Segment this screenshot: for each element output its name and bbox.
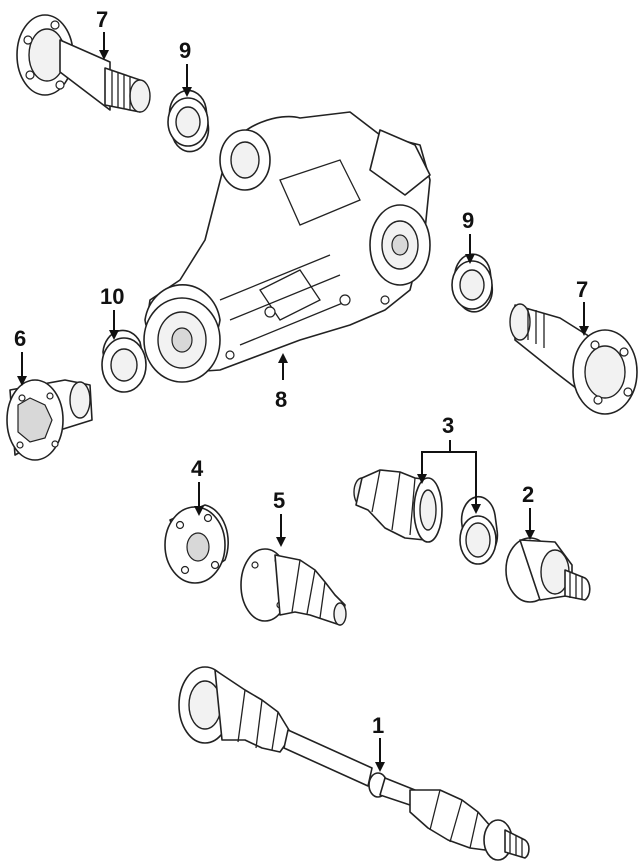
seal-upper-part [167,89,210,153]
seal-left-part [101,329,147,393]
axle-shaft-part [178,666,530,861]
differential-part [143,111,431,383]
callout-2: 2 [522,482,534,507]
callout-10: 10 [100,284,124,309]
callout-8: 8 [275,387,287,412]
leader-3b [450,451,481,514]
callout-7-upper: 7 [96,7,108,32]
callout-7-right: 7 [576,277,588,302]
callout-6: 6 [14,326,26,351]
outer-cv-joint-part [505,537,591,603]
seal-right-part [451,253,494,313]
output-shaft-upper-part [16,14,151,113]
leader-3a [417,440,451,484]
callout-9-right: 9 [462,208,474,233]
flange-part [164,504,229,584]
inner-cv-joint-part [6,379,93,461]
callout-5: 5 [273,488,285,513]
callout-1: 1 [372,713,384,738]
boot-kit-part [353,469,499,565]
callout-9-upper: 9 [179,38,191,63]
output-shaft-right-part [509,303,638,415]
callout-4: 4 [191,456,204,481]
callout-3: 3 [442,413,454,438]
inner-boot-joint-part [240,548,347,626]
